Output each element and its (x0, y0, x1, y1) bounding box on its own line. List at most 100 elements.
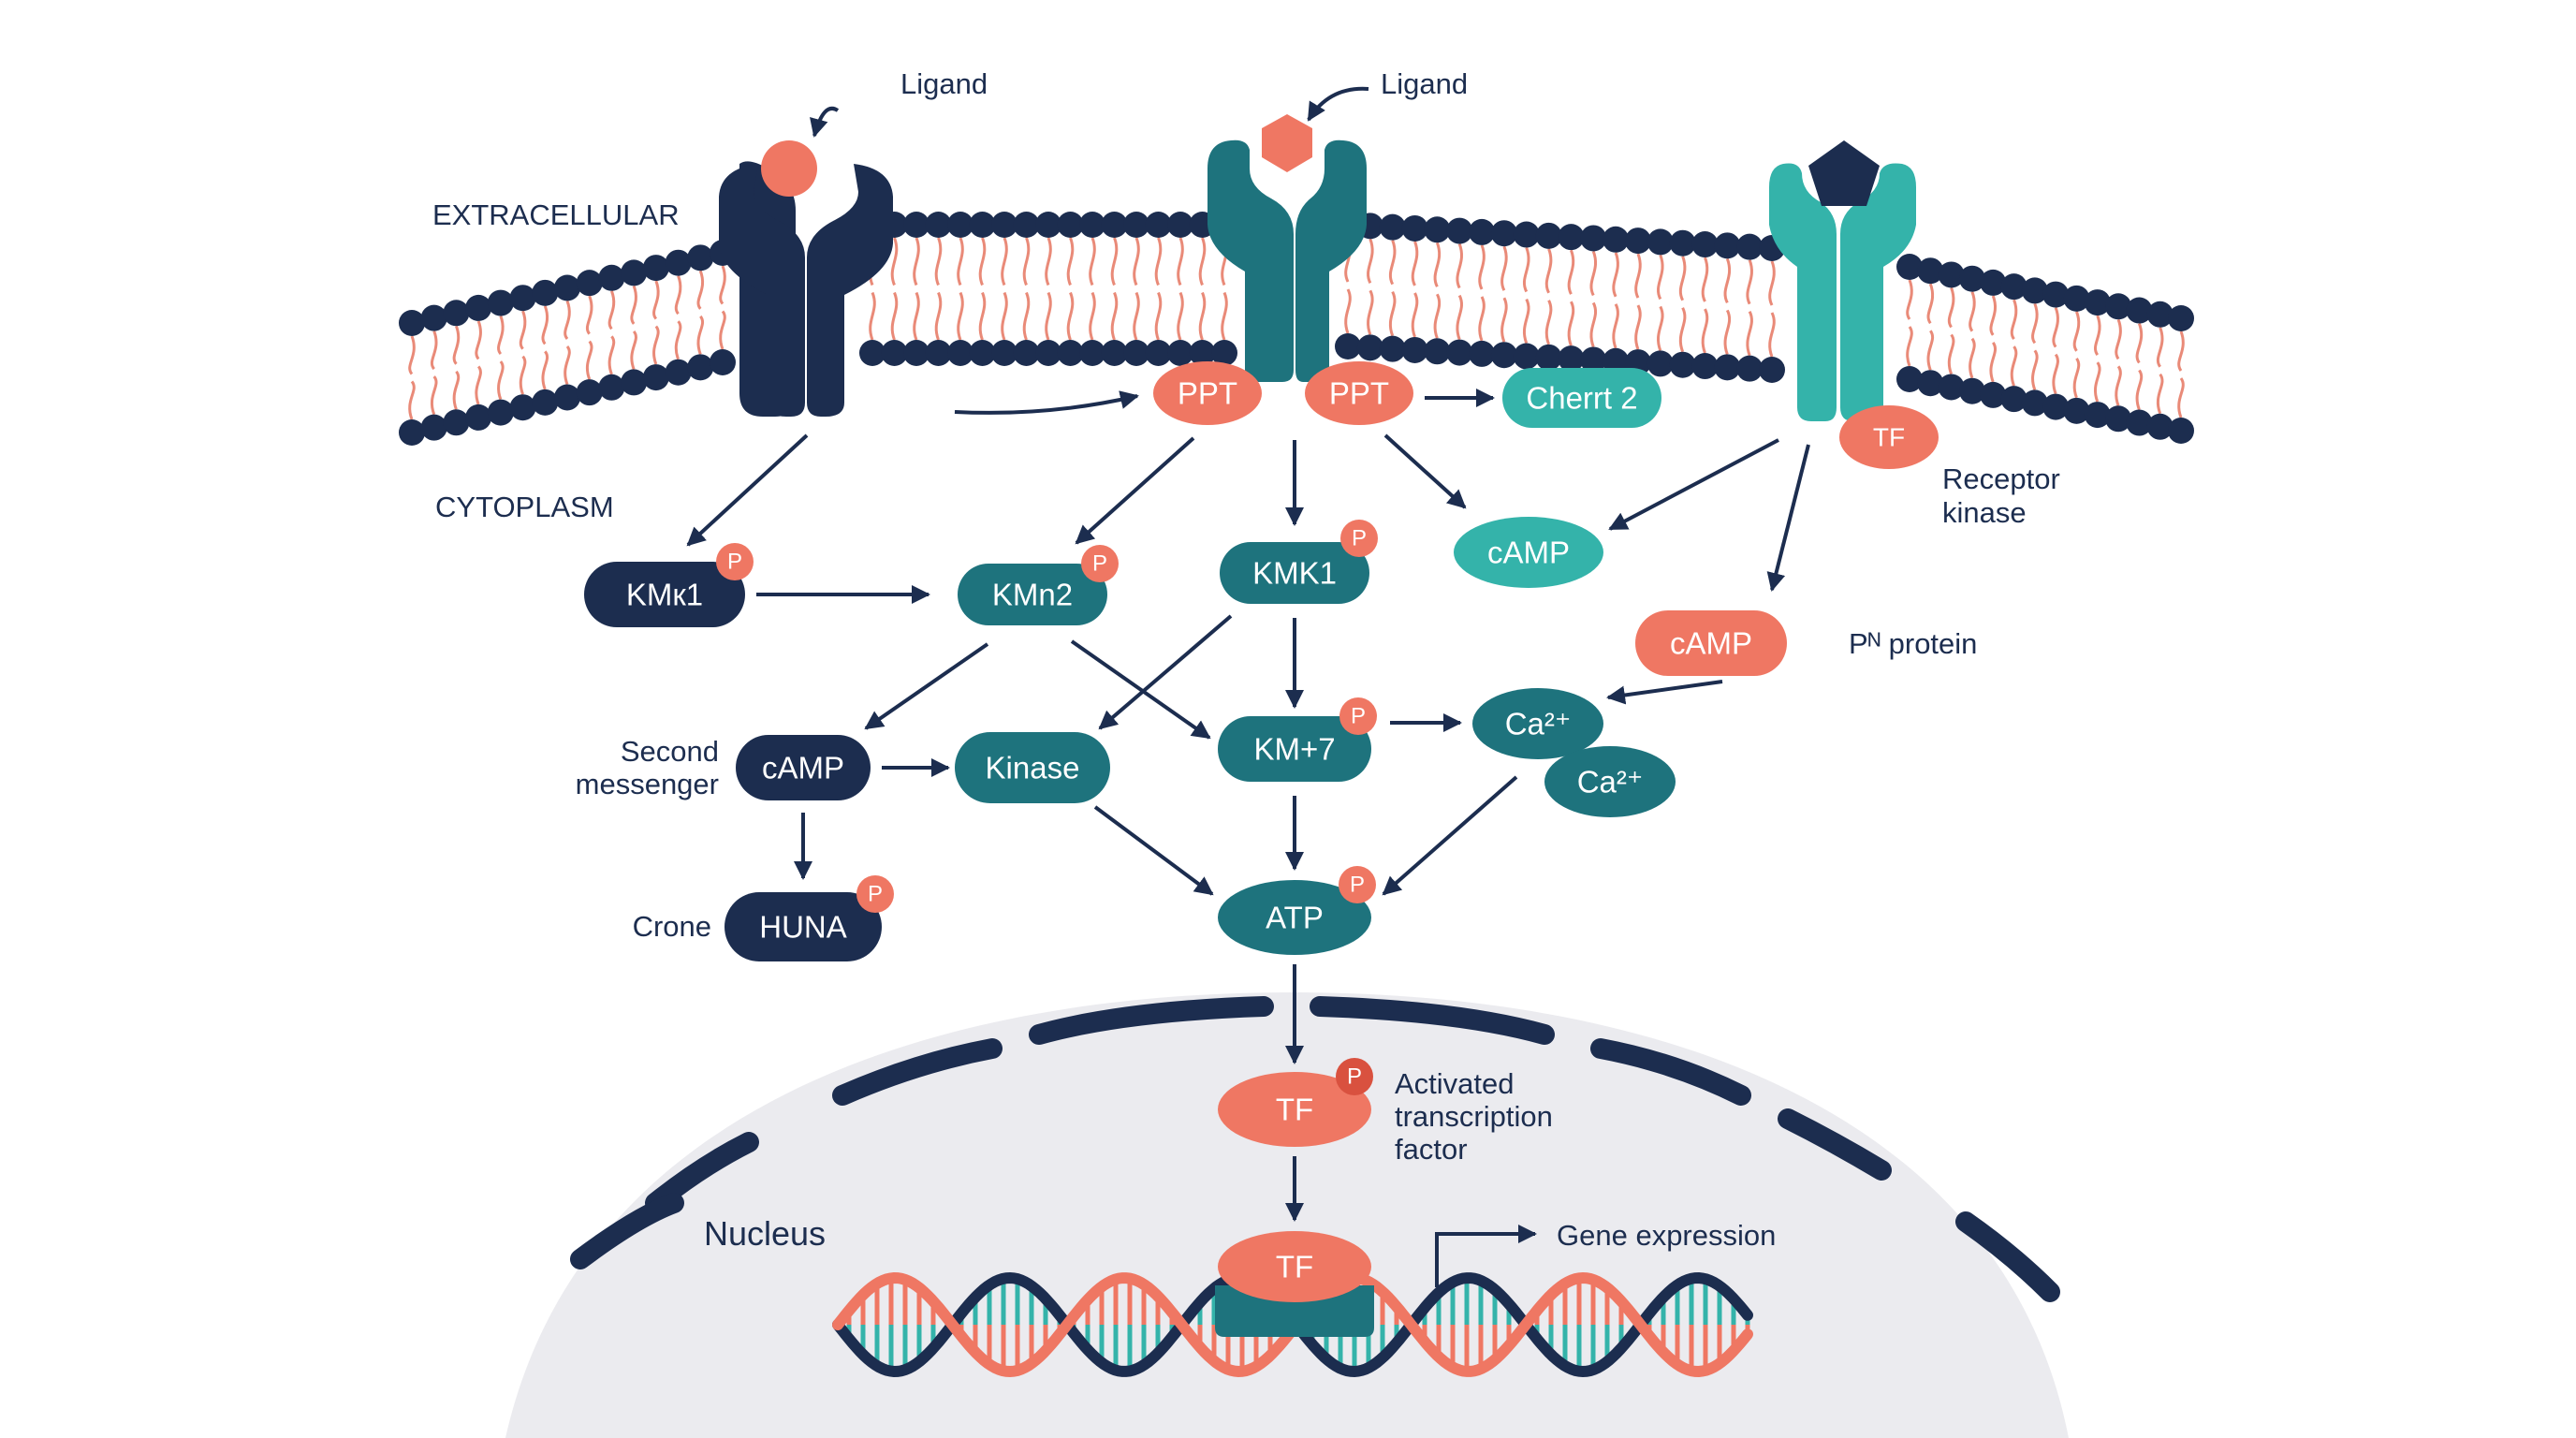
lipid-head (1938, 374, 1965, 401)
lipid-head (576, 270, 603, 297)
arrow-kmk1c-to-kinase (1098, 614, 1233, 730)
lipid-head (1691, 353, 1719, 380)
lipid-head (2000, 273, 2027, 301)
lipid-head (1101, 212, 1128, 238)
nucleus-label: Nucleus (704, 1214, 826, 1253)
lipid-head (420, 304, 447, 331)
lipid-head (2000, 386, 2027, 413)
ligand-pentagon-icon (1808, 140, 1880, 206)
lipid-head (969, 212, 996, 238)
pn-protein-label: Pᴺ protein (1849, 627, 1977, 660)
lipid-head (991, 340, 1017, 366)
lipid-head (1469, 218, 1496, 245)
node-camp-second-messenger-label: cAMP (762, 751, 844, 785)
phosphate-label: P (1350, 873, 1365, 898)
phosphate-label: P (1351, 704, 1366, 729)
node-camp-upper-label: cAMP (1487, 536, 1570, 570)
lipid-head (1714, 232, 1741, 259)
lipid-head (443, 300, 470, 327)
lipid-head (1669, 229, 1696, 257)
lipid-head (969, 340, 996, 366)
receptor-1 (719, 161, 893, 417)
lipid-head (1401, 336, 1428, 363)
node-tf-dna-label: TF (1276, 1250, 1313, 1284)
receptor-2 (1208, 139, 1367, 382)
lipid-head (1535, 344, 1562, 371)
lipid-head (903, 340, 929, 366)
lipid-head (1558, 224, 1585, 251)
node-kmk1-left-label: KMк1 (626, 578, 703, 612)
lipid-head (1446, 217, 1473, 244)
lipid-head (1379, 213, 1406, 241)
lipid-head (1424, 338, 1451, 365)
lipid-head (1980, 269, 2007, 296)
lipid-head (687, 244, 714, 271)
arrow-kinase-to-atp (1093, 805, 1214, 896)
lipid-head (1101, 340, 1128, 366)
lipid-head (1057, 212, 1084, 238)
lipid-head (1603, 226, 1630, 253)
lipid-head (2146, 301, 2174, 328)
lipid-head (903, 212, 929, 238)
lipid-head (554, 384, 580, 411)
lipid-head (487, 289, 514, 316)
arrow-kmn2-to-km7 (1070, 639, 1211, 740)
lipid-head (1558, 345, 1585, 373)
node-cherrt-2-label: Cherrt 2 (1526, 381, 1637, 416)
lipid-head (2042, 393, 2070, 420)
lipid-head (621, 369, 648, 396)
receptor-3 (1769, 163, 1916, 421)
node-camp-right-label: cAMP (1670, 626, 1752, 661)
lipid-head (687, 354, 714, 381)
node-kinase: Kinase (955, 732, 1110, 803)
lipid-head (2042, 281, 2070, 308)
lipid-head (598, 374, 625, 401)
lipid-head (1490, 342, 1517, 369)
ligand-label-2: Ligand (1381, 67, 1468, 100)
lipid-head (859, 340, 886, 366)
pathway-arrows (686, 86, 1810, 1222)
ligand-hexagon-icon (1262, 114, 1312, 172)
lipid-head (1980, 381, 2007, 408)
lipid-head (1145, 340, 1172, 366)
lipid-head (399, 310, 425, 336)
lipid-head (1035, 340, 1061, 366)
node-km7-label: KM+7 (1253, 732, 1335, 767)
lipid-head (1647, 350, 1674, 377)
node-atp-label: ATP (1266, 901, 1324, 935)
phosphate-icon: P (1081, 545, 1119, 582)
lipid-head (2105, 405, 2132, 433)
lipid-head (991, 212, 1017, 238)
crone-label: Crone (633, 910, 711, 943)
lipid-head (1123, 340, 1149, 366)
lipid-head (1424, 216, 1451, 243)
node-cherrt-2: Cherrt 2 (1502, 368, 1661, 428)
node-ppt-right-label: PPT (1329, 376, 1389, 411)
phosphate-label: P (1347, 1064, 1362, 1090)
node-kmn2-label: KMn2 (992, 578, 1073, 612)
arrow-r3-to-camp (1608, 438, 1779, 531)
membrane-segment-right (1335, 212, 1785, 383)
node-ppt-left: PPT (1153, 361, 1262, 425)
lipid-head (1647, 228, 1674, 256)
lipid-head (642, 255, 669, 282)
lipid-head (2168, 305, 2194, 331)
lipid-head (2063, 397, 2090, 424)
phosphate-label: P (1092, 551, 1107, 577)
arrow-ppt-to-camp (1383, 433, 1467, 509)
lipid-head (1401, 214, 1428, 242)
lipid-head (1356, 334, 1383, 361)
phosphate-label: P (1352, 526, 1367, 551)
cytoplasm-label: CYTOPLASM (435, 491, 614, 523)
lipid-head (2021, 389, 2048, 417)
lipid-head (1669, 351, 1696, 378)
ligand-label-1: Ligand (900, 67, 988, 100)
lipid-head (621, 259, 648, 286)
lipid-head (2126, 297, 2153, 324)
lipid-head (925, 212, 952, 238)
lipid-head (1079, 212, 1105, 238)
ligand-circle-icon (761, 140, 817, 197)
node-ppt-right: PPT (1305, 361, 1413, 425)
